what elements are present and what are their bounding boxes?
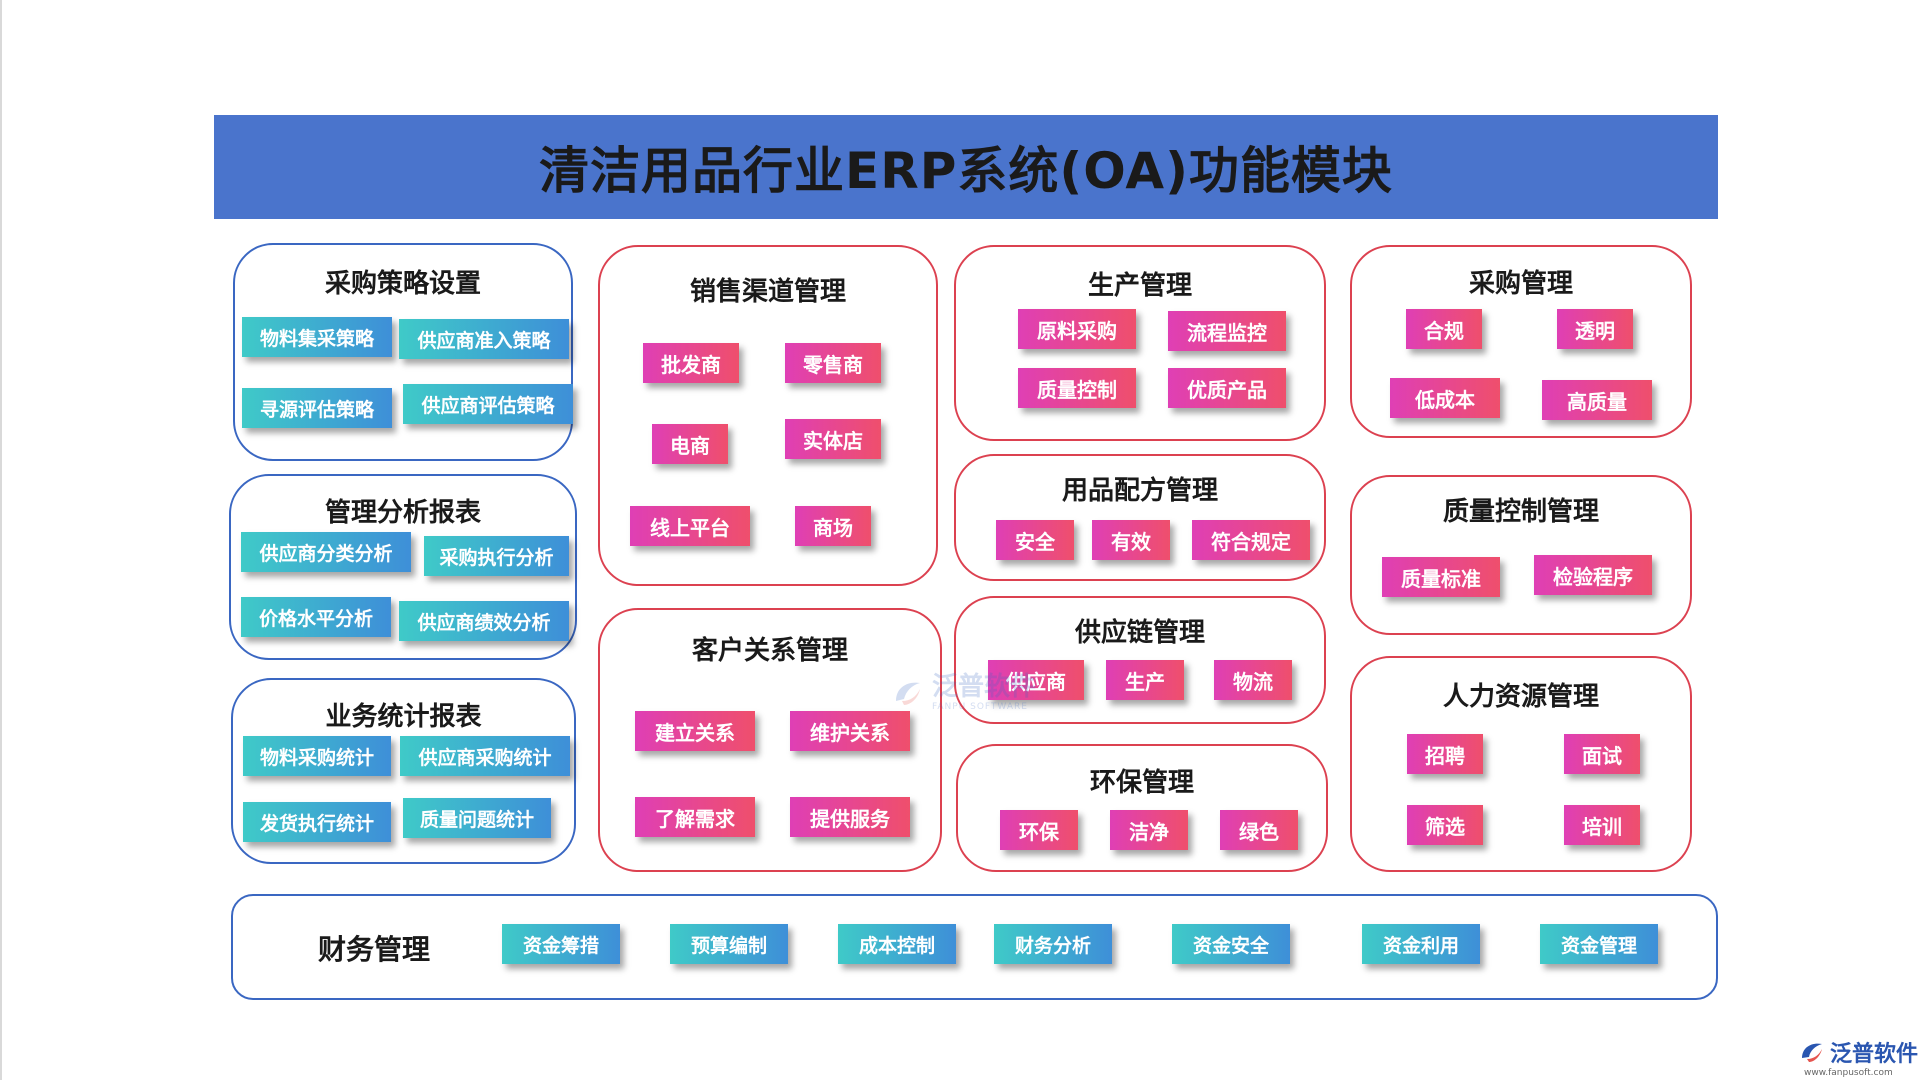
panel-title: 环保管理	[1089, 768, 1194, 798]
module-chip[interactable]: 安全	[996, 520, 1074, 560]
module-chip[interactable]: 招聘	[1407, 734, 1483, 774]
page-title: 清洁用品行业ERP系统(OA)功能模块	[539, 142, 1393, 200]
module-chip[interactable]: 检验程序	[1534, 555, 1652, 595]
module-chip[interactable]: 资金管理	[1540, 924, 1658, 964]
brand-logo[interactable]: 泛普软件 www.fanpusoft.com	[1798, 1036, 1918, 1078]
module-chip[interactable]: 寻源评估策略	[242, 388, 392, 428]
module-chip[interactable]: 供应商评估策略	[403, 384, 573, 424]
module-chip[interactable]: 资金安全	[1172, 924, 1290, 964]
module-chip[interactable]: 物料集采策略	[242, 317, 392, 357]
module-chip[interactable]: 预算编制	[670, 924, 788, 964]
module-chip[interactable]: 提供服务	[790, 797, 910, 837]
module-chip[interactable]: 实体店	[785, 419, 881, 459]
panel-title: 业务统计报表	[325, 702, 482, 732]
left-edge-rule	[0, 0, 2, 1080]
module-chip[interactable]: 合规	[1406, 309, 1482, 349]
brand-url: www.fanpusoft.com	[1804, 1068, 1893, 1078]
module-chip[interactable]: 物料采购统计	[243, 736, 391, 776]
module-chip[interactable]: 符合规定	[1192, 520, 1310, 560]
module-chip[interactable]: 建立关系	[635, 711, 755, 751]
module-chip[interactable]: 绿色	[1220, 810, 1298, 850]
panel-title: 销售渠道管理	[689, 277, 846, 307]
module-chip[interactable]: 原料采购	[1018, 309, 1136, 349]
module-chip[interactable]: 有效	[1092, 520, 1170, 560]
panel-management-analysis: 管理分析报表 供应商分类分析 采购执行分析 价格水平分析 供应商绩效分析	[229, 474, 577, 660]
module-chip[interactable]: 生产	[1106, 660, 1184, 700]
module-chip[interactable]: 质量问题统计	[403, 798, 551, 838]
module-chip[interactable]: 采购执行分析	[424, 536, 569, 576]
module-chip[interactable]: 线上平台	[630, 506, 750, 546]
module-chip[interactable]: 环保	[1000, 810, 1078, 850]
panel-title: 人力资源管理	[1442, 682, 1599, 712]
panel-title: 采购策略设置	[324, 269, 481, 299]
fanpu-logo-icon	[1802, 1043, 1822, 1062]
panel-environment: 环保管理 环保 洁净 绿色	[956, 744, 1328, 872]
module-chip[interactable]: 优质产品	[1168, 368, 1286, 408]
module-chip[interactable]: 培训	[1564, 805, 1640, 845]
module-chip[interactable]: 流程监控	[1168, 311, 1286, 351]
panel-quality-control: 质量控制管理 质量标准 检验程序	[1350, 475, 1692, 635]
module-chip[interactable]: 批发商	[643, 343, 739, 383]
module-chip[interactable]: 了解需求	[635, 797, 755, 837]
module-chip[interactable]: 物流	[1214, 660, 1292, 700]
panel-title: 生产管理	[1087, 271, 1192, 301]
panel-formula: 用品配方管理 安全 有效 符合规定	[954, 454, 1326, 581]
panel-title: 采购管理	[1468, 269, 1573, 299]
module-chip[interactable]: 高质量	[1542, 380, 1652, 420]
panel-crm: 客户关系管理 建立关系 维护关系 了解需求 提供服务	[598, 608, 942, 872]
module-chip[interactable]: 资金筹措	[502, 924, 620, 964]
module-chip[interactable]: 发货执行统计	[243, 802, 391, 842]
module-chip[interactable]: 价格水平分析	[241, 597, 391, 637]
module-chip[interactable]: 供应商	[988, 660, 1084, 700]
panel-procurement-strategy: 采购策略设置 物料集采策略 供应商准入策略 寻源评估策略 供应商评估策略	[233, 243, 573, 461]
module-chip[interactable]: 透明	[1557, 309, 1633, 349]
panel-title: 用品配方管理	[1061, 476, 1218, 506]
panel-sales-channel: 销售渠道管理 批发商 零售商 电商 实体店 线上平台 商场	[598, 245, 938, 586]
module-chip[interactable]: 供应商绩效分析	[399, 601, 569, 641]
module-chip[interactable]: 质量标准	[1382, 557, 1500, 597]
module-chip[interactable]: 低成本	[1390, 378, 1500, 418]
brand-name: 泛普软件	[1830, 1042, 1919, 1067]
module-chip[interactable]: 电商	[652, 424, 728, 464]
panel-finance	[231, 894, 1718, 1000]
module-chip[interactable]: 财务分析	[994, 924, 1112, 964]
panel-purchasing: 采购管理 合规 透明 低成本 高质量	[1350, 245, 1692, 438]
panel-title: 管理分析报表	[324, 498, 481, 528]
panel-hr: 人力资源管理 招聘 面试 筛选 培训	[1350, 656, 1692, 872]
module-chip[interactable]: 零售商	[785, 343, 881, 383]
panel-production: 生产管理 原料采购 流程监控 质量控制 优质产品	[954, 245, 1326, 441]
module-chip[interactable]: 供应商准入策略	[399, 319, 569, 359]
panel-supply-chain: 供应链管理 供应商 生产 物流	[954, 596, 1326, 724]
title-banner: 清洁用品行业ERP系统(OA)功能模块	[214, 115, 1718, 219]
module-chip[interactable]: 洁净	[1110, 810, 1188, 850]
panel-title: 客户关系管理	[691, 636, 848, 666]
module-chip[interactable]: 成本控制	[838, 924, 956, 964]
module-chip[interactable]: 筛选	[1407, 805, 1483, 845]
panel-title: 财务管理	[318, 933, 431, 966]
module-chip[interactable]: 供应商采购统计	[400, 736, 570, 776]
module-chip[interactable]: 维护关系	[790, 711, 910, 751]
module-chip[interactable]: 商场	[795, 506, 871, 546]
module-chip[interactable]: 质量控制	[1018, 368, 1136, 408]
panel-title: 质量控制管理	[1442, 497, 1599, 527]
panel-business-statistics: 业务统计报表 物料采购统计 供应商采购统计 发货执行统计 质量问题统计	[231, 678, 576, 864]
module-chip[interactable]: 资金利用	[1362, 924, 1480, 964]
module-chip[interactable]: 供应商分类分析	[241, 532, 411, 572]
module-chip[interactable]: 面试	[1564, 734, 1640, 774]
panel-title: 供应链管理	[1074, 618, 1205, 648]
